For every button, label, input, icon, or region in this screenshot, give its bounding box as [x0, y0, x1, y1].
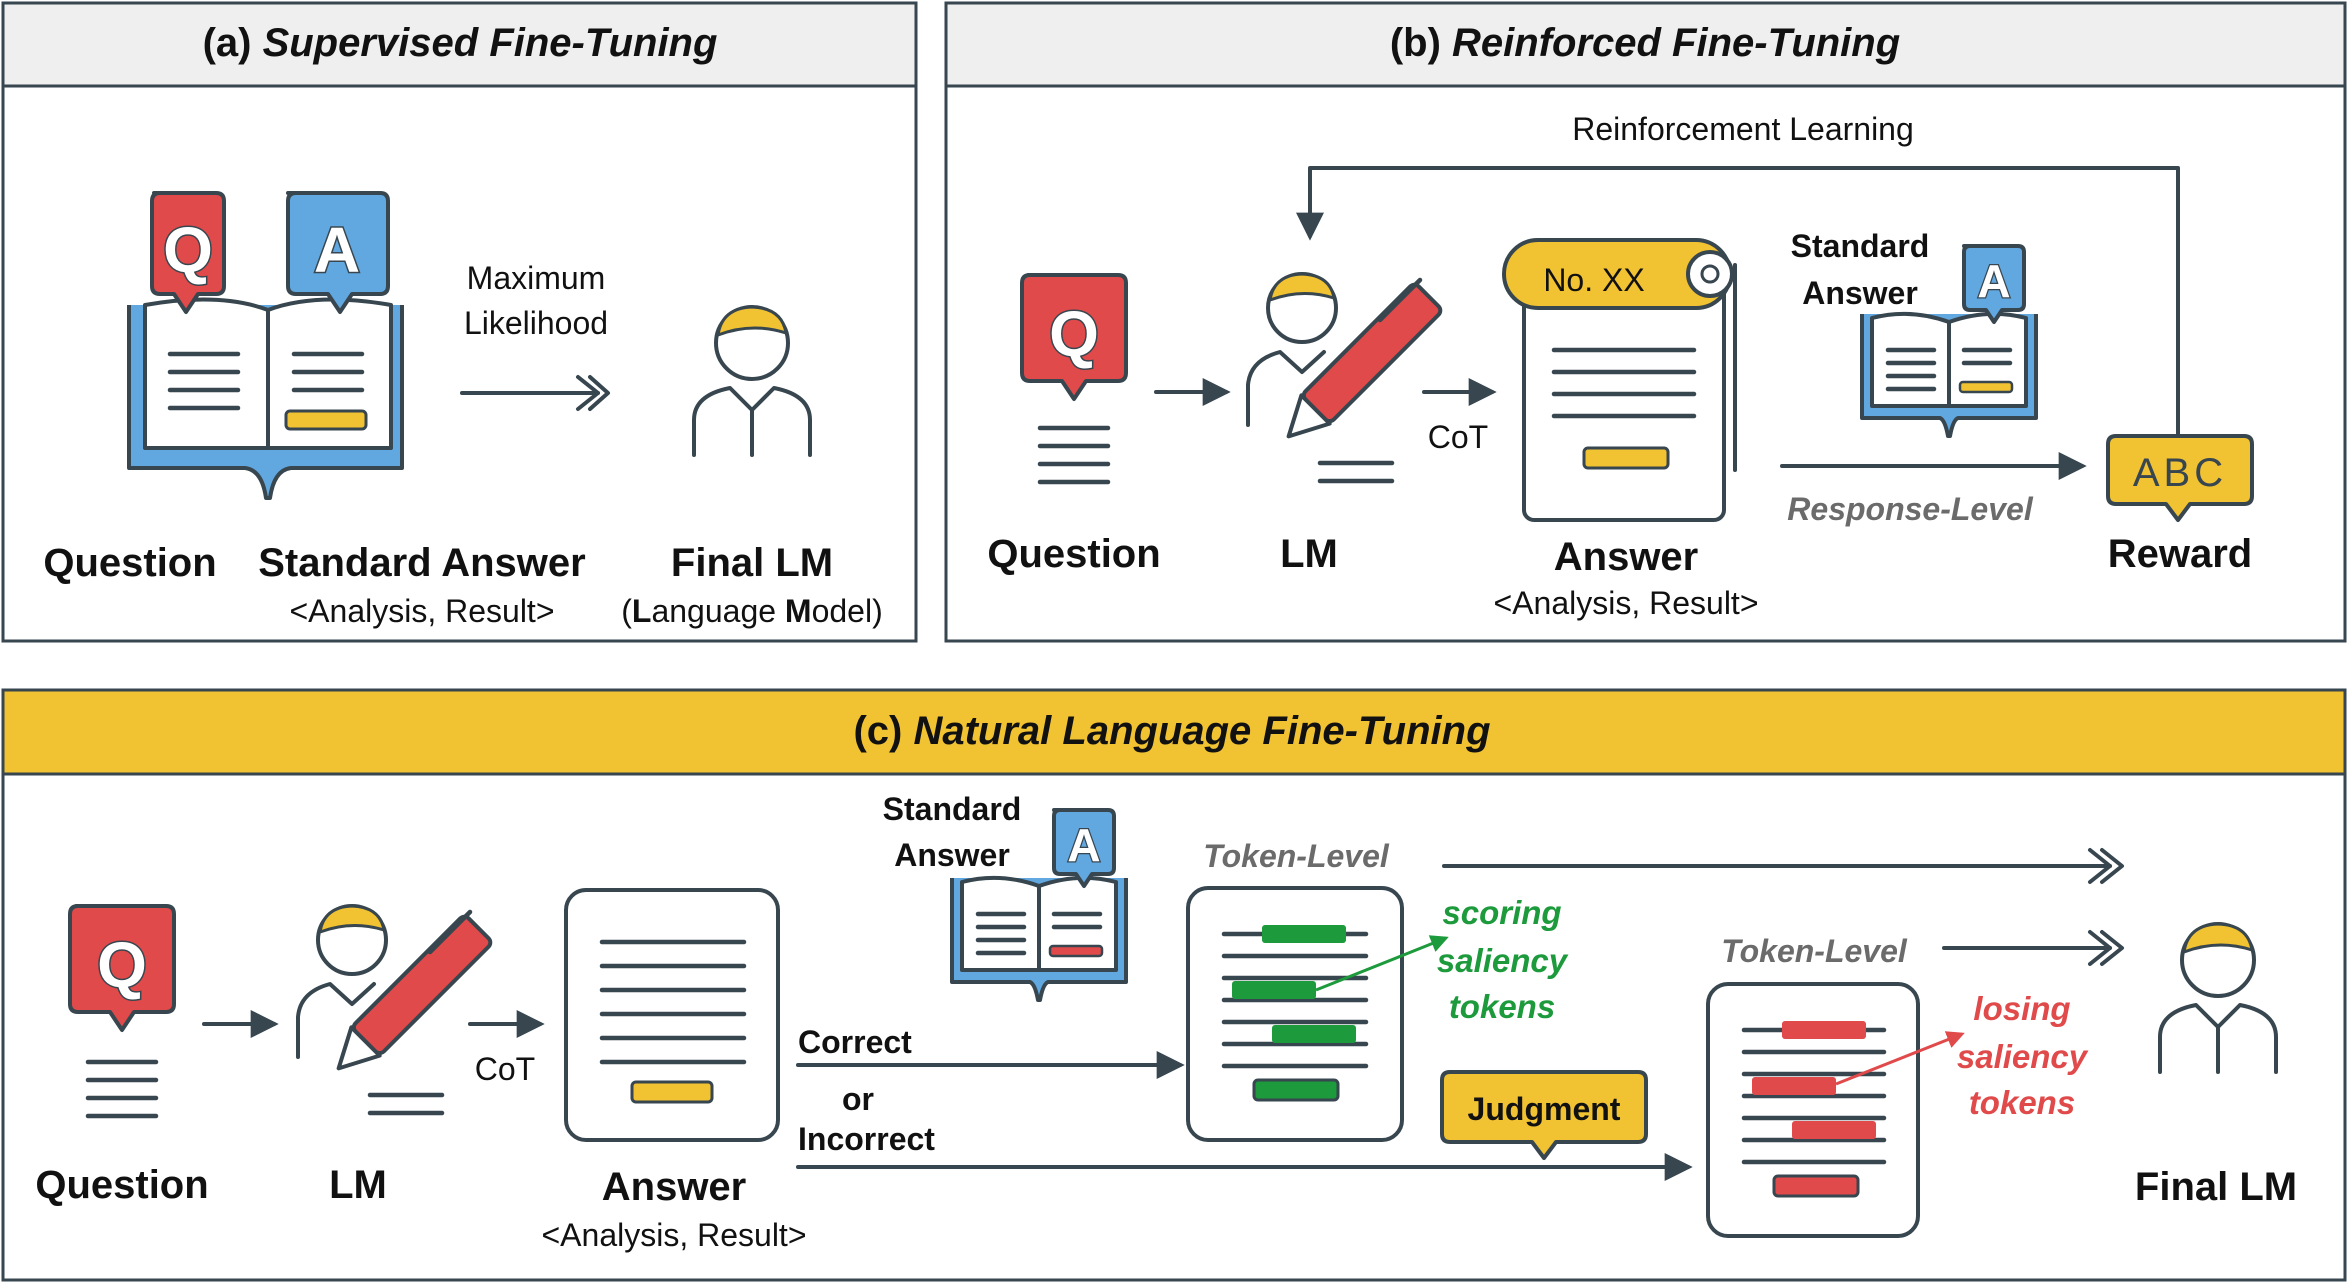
label-correct: Correct — [798, 1024, 912, 1060]
standard-answer-book-icon: A — [950, 808, 1128, 1002]
svg-text:Q: Q — [163, 214, 213, 286]
scoring-label-3: tokens — [1449, 988, 1555, 1025]
double-arrow-middle — [1942, 930, 2124, 966]
final-lm-person-icon — [2158, 922, 2278, 1074]
label-lm-b: LM — [1280, 532, 1338, 576]
cot-label-c: CoT — [475, 1051, 535, 1087]
q-bubble-icon: Q — [1020, 273, 1128, 485]
losing-label-2: saliency — [1957, 1038, 2089, 1075]
svg-text:Q: Q — [1049, 298, 1099, 370]
svg-text:A: A — [314, 214, 360, 286]
scoring-label-2: saliency — [1437, 942, 1569, 979]
cot-label-b: CoT — [1428, 419, 1488, 455]
scoring-pointer-arrow — [1315, 935, 1449, 992]
answer-scroll-icon: No. XX — [1502, 238, 1737, 522]
answer-doc-icon — [564, 888, 780, 1142]
std-answer-label-2-b: Answer — [1802, 275, 1918, 311]
losing-label-3: tokens — [1969, 1084, 2075, 1121]
label-lm-c: LM — [329, 1163, 387, 1207]
judgment-label: Judgment — [1468, 1091, 1621, 1127]
label-final-lm-sub-a: (Language Model) — [621, 593, 882, 629]
label-incorrect: Incorrect — [798, 1121, 935, 1157]
rl-feedback-arrow — [1296, 166, 2180, 442]
losing-doc-icon — [1706, 982, 1920, 1238]
std-answer-label-1-c: Standard — [883, 791, 1022, 827]
double-arrow-a — [460, 375, 610, 411]
std-answer-label-2-c: Answer — [894, 837, 1010, 873]
response-level-label: Response-Level — [1787, 491, 2034, 527]
svg-text:Q: Q — [97, 929, 147, 1001]
label-final-lm-c: Final LM — [2135, 1165, 2297, 1209]
panel-c: (c) Natural Language Fine-Tuning Q CoT — [1, 688, 2347, 1282]
svg-text:A: A — [1067, 819, 1100, 871]
token-level-label-2: Token-Level — [1721, 933, 1908, 969]
label-final-lm-a: Final LM — [671, 541, 833, 585]
panel-b: (b) Reinforced Fine-Tuning Reinforcement… — [944, 1, 2347, 643]
standard-answer-book-icon: A — [1860, 244, 2038, 438]
panel-a: (a) Supervised Fine-Tuning Q A Maximum — [1, 1, 918, 643]
panel-c-title: (c) Natural Language Fine-Tuning — [853, 709, 1490, 753]
label-question-c: Question — [35, 1163, 208, 1207]
panel-a-title: (a) Supervised Fine-Tuning — [203, 21, 718, 65]
label-answer-b: Answer — [1554, 535, 1699, 579]
scoring-label-1: scoring — [1442, 894, 1561, 931]
label-question-a: Question — [43, 541, 216, 585]
label-standard-answer-sub-a: <Analysis, Result> — [289, 593, 554, 629]
q-bubble-icon: Q — [150, 191, 226, 314]
svg-text:No. XX: No. XX — [1543, 262, 1644, 298]
label-answer-sub-b: <Analysis, Result> — [1493, 585, 1758, 621]
lm-writer-icon — [296, 904, 493, 1116]
final-lm-person-icon — [692, 305, 812, 457]
svg-text:ABC: ABC — [2133, 451, 2227, 495]
q-bubble-icon: Q — [68, 904, 176, 1119]
judgment-badge-icon: Judgment — [1440, 1070, 1648, 1160]
label-standard-answer-a: Standard Answer — [258, 541, 585, 585]
std-answer-label-1-b: Standard — [1791, 228, 1930, 264]
token-level-label-1: Token-Level — [1203, 838, 1390, 874]
svg-text:A: A — [1977, 255, 2010, 307]
panel-b-title: (b) Reinforced Fine-Tuning — [1390, 21, 1900, 65]
double-arrow-top — [1442, 848, 2124, 884]
label-or: or — [842, 1081, 874, 1117]
label-answer-sub-c: <Analysis, Result> — [541, 1217, 806, 1253]
open-book-icon — [127, 297, 404, 500]
arrow-label-likelihood: Likelihood — [464, 305, 608, 341]
label-reward-b: Reward — [2108, 532, 2253, 576]
label-answer-c: Answer — [602, 1165, 747, 1209]
losing-label-1: losing — [1973, 990, 2070, 1027]
label-question-b: Question — [987, 532, 1160, 576]
reward-badge-icon: ABC — [2106, 434, 2254, 522]
arrow-label-maximum: Maximum — [467, 260, 606, 296]
losing-pointer-arrow — [1835, 1031, 1965, 1086]
lm-writer-icon — [1246, 272, 1443, 484]
scoring-doc-icon — [1186, 886, 1404, 1142]
rl-label: Reinforcement Learning — [1572, 111, 1914, 147]
a-bubble-icon: A — [286, 191, 390, 314]
